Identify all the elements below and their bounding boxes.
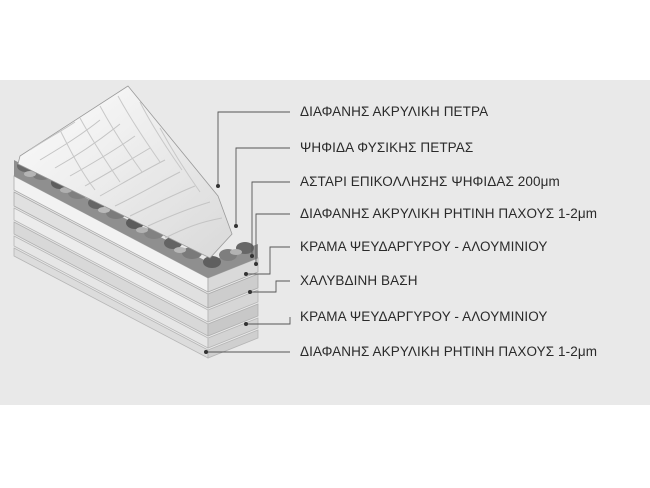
- layer-slab-5: [13, 207, 259, 323]
- layer-label-7: ΚΡΑΜΑ ΨΕΥΔΑΡΓΥΡΟΥ - ΑΛΟΥΜΙΝΙΟΥ: [300, 309, 548, 324]
- layer-slab-8: [13, 247, 259, 359]
- layer-label-1: ΔΙΑΦΑΝΗΣ ΑΚΡΥΛΙΚΗ ΠΕΤΡΑ: [300, 104, 489, 119]
- leader-dots: [204, 184, 258, 354]
- layer-label-6: ΧΑΛΥΒΔΙΝΗ ΒΑΣΗ: [300, 273, 418, 288]
- layer-label-4: ΔΙΑΦΑΝΗΣ ΑΚΡΥΛΙΚΗ ΡΗΤΙΝΗ ΠΑΧΟΥΣ 1-2μm: [300, 206, 598, 221]
- layer-label-2: ΨΗΦΙΔΑ ΦΥΣΙΚΗΣ ΠΕΤΡΑΣ: [300, 140, 474, 155]
- layer-label-3: ΑΣΤΑΡΙ ΕΠΙΚΟΛΛΗΣΗΣ ΨΗΦΙΔΑΣ 200μm: [300, 174, 560, 189]
- layer-label-8: ΔΙΑΦΑΝΗΣ ΑΚΡΥΛΙΚΗ ΡΗΤΙΝΗ ΠΑΧΟΥΣ 1-2μm: [300, 344, 598, 359]
- layer-label-5: ΚΡΑΜΑ ΨΕΥΔΑΡΓΥΡΟΥ - ΑΛΟΥΜΙΝΙΟΥ: [300, 239, 548, 254]
- leader-lines: [206, 111, 291, 353]
- layer-slab-6: [13, 221, 259, 337]
- layer-slab-4: [13, 191, 259, 309]
- acrylic-stone-top: [17, 85, 233, 259]
